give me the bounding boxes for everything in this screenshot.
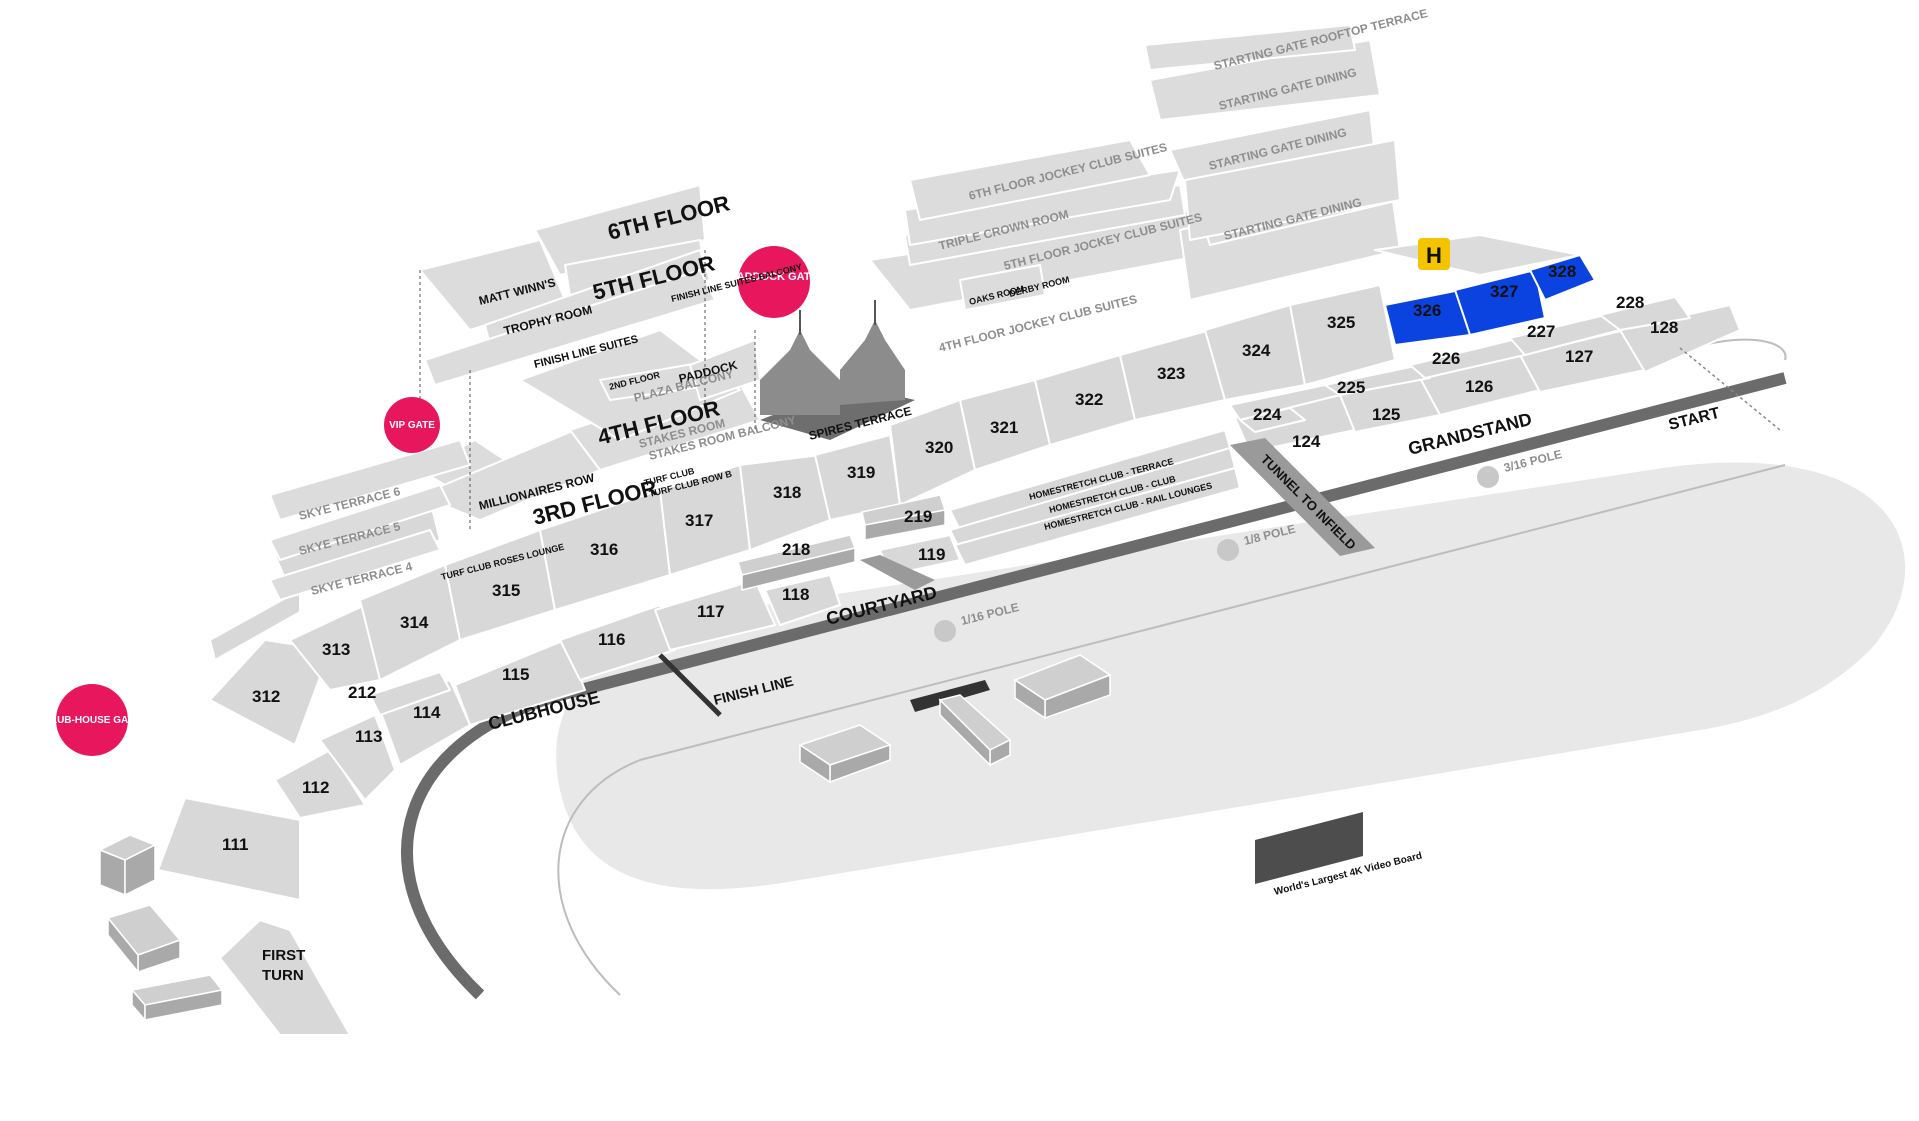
section-117[interactable]: 117 bbox=[697, 602, 724, 621]
poles bbox=[934, 466, 1499, 642]
section-314[interactable]: 314 bbox=[400, 613, 429, 632]
section-315[interactable]: 315 bbox=[492, 581, 520, 600]
section-127[interactable]: 127 bbox=[1565, 347, 1593, 366]
section-321[interactable]: 321 bbox=[990, 418, 1018, 437]
infield bbox=[556, 462, 1906, 890]
section-317[interactable]: 317 bbox=[685, 511, 713, 530]
section-313[interactable]: 313 bbox=[322, 640, 350, 659]
infield-buildings bbox=[798, 654, 1112, 784]
section-318[interactable]: 318 bbox=[773, 483, 801, 502]
section-114[interactable]: 114 bbox=[413, 703, 441, 722]
section-218[interactable]: 218 bbox=[782, 540, 810, 559]
upper-floors bbox=[269, 184, 761, 601]
section-227[interactable]: 227 bbox=[1527, 322, 1555, 341]
section-320[interactable]: 320 bbox=[925, 438, 953, 457]
section-312[interactable]: 312 bbox=[252, 687, 280, 706]
section-319[interactable]: 319 bbox=[847, 463, 875, 482]
section-324[interactable]: 324 bbox=[1242, 341, 1271, 360]
section-325[interactable]: 325 bbox=[1327, 313, 1355, 332]
homestretch-club bbox=[949, 429, 1241, 566]
section-226[interactable]: 226 bbox=[1432, 349, 1460, 368]
vip-gate-label[interactable]: VIP GATE bbox=[389, 420, 435, 431]
first-turn-label: FIRST bbox=[262, 947, 305, 964]
helipad-label: H bbox=[1426, 243, 1442, 268]
section-124[interactable]: 124 bbox=[1292, 432, 1321, 451]
section-118[interactable]: 118 bbox=[782, 585, 809, 604]
boxes-218-219 bbox=[737, 494, 946, 591]
section-224[interactable]: 224 bbox=[1253, 405, 1282, 424]
clubhouse-gate-label[interactable]: CLUB-HOUSE GATE bbox=[44, 715, 141, 726]
section-228[interactable]: 228 bbox=[1616, 293, 1644, 312]
first-turn-buildings bbox=[98, 834, 351, 1036]
video-board bbox=[1255, 812, 1363, 884]
section-128[interactable]: 128 bbox=[1650, 318, 1678, 337]
section-125[interactable]: 125 bbox=[1372, 405, 1400, 424]
section-116[interactable]: 116 bbox=[598, 630, 625, 649]
section-212[interactable]: 212 bbox=[348, 683, 376, 702]
section-119[interactable]: 119 bbox=[918, 545, 945, 564]
section-322[interactable]: 322 bbox=[1075, 390, 1103, 409]
section-225[interactable]: 225 bbox=[1337, 378, 1365, 397]
first-turn-label-2: TURN bbox=[262, 967, 304, 984]
section-327[interactable]: 327 bbox=[1490, 282, 1518, 301]
paddock-gate-label[interactable]: PADDOCK GATE bbox=[730, 271, 818, 283]
section-112[interactable]: 112 bbox=[302, 778, 329, 797]
lower-sections bbox=[157, 296, 1741, 901]
section-111[interactable]: 111 bbox=[222, 835, 249, 854]
gate-markers bbox=[56, 246, 810, 756]
section-328-highlight bbox=[1528, 253, 1597, 302]
section-326[interactable]: 326 bbox=[1413, 301, 1441, 320]
section-113[interactable]: 113 bbox=[355, 727, 382, 746]
section-126[interactable]: 126 bbox=[1465, 377, 1493, 396]
section-327-highlight bbox=[1453, 268, 1547, 337]
section-219[interactable]: 219 bbox=[904, 507, 932, 526]
section-316[interactable]: 316 bbox=[590, 540, 618, 559]
finish-line-mark bbox=[658, 653, 722, 717]
tunnel-to-infield bbox=[1230, 438, 1375, 556]
jockey-club-area bbox=[869, 24, 1581, 311]
floor-connectors bbox=[419, 250, 756, 530]
section-115[interactable]: 115 bbox=[502, 665, 529, 684]
helipad bbox=[1418, 238, 1450, 270]
twin-spires bbox=[760, 300, 915, 440]
section-328[interactable]: 328 bbox=[1548, 262, 1576, 281]
section-323[interactable]: 323 bbox=[1157, 364, 1185, 383]
